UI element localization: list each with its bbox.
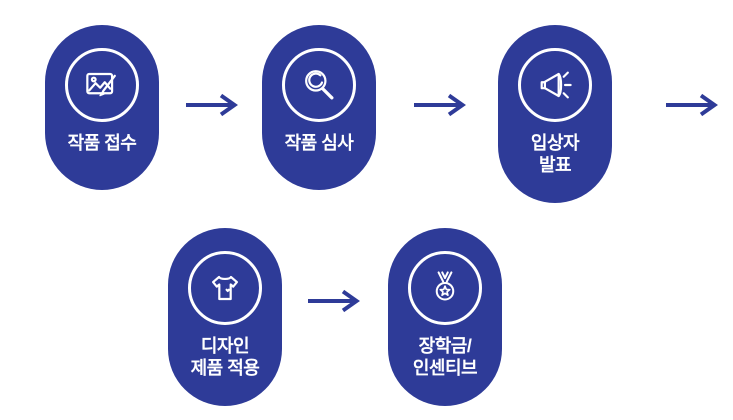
icon-circle: [408, 251, 482, 325]
step-design-product-application: 디자인 제품 적용: [168, 228, 282, 406]
step-scholarship-incentive: 장학금/ 인센티브: [388, 228, 502, 406]
tshirt-product-icon: [211, 275, 239, 301]
step-label: 작품 심사: [284, 133, 354, 153]
medal-incentive-icon: [435, 271, 455, 301]
step-winner-announcement: 입상자 발표: [498, 25, 612, 203]
flow-arrow: [414, 93, 466, 117]
icon-circle: [518, 48, 592, 122]
step-label: 작품 접수: [67, 133, 137, 153]
artwork-submission-icon: [86, 72, 116, 97]
flow-arrow: [666, 93, 718, 117]
step-artwork-submission: 작품 접수: [45, 25, 159, 190]
step-label: 장학금/ 인센티브: [412, 336, 478, 378]
step-label: 입상자 발표: [530, 133, 580, 175]
icon-circle: [65, 48, 139, 122]
magnifier-judging-icon: [305, 70, 334, 100]
flow-arrow: [308, 289, 360, 313]
icon-circle: [282, 48, 356, 122]
step-artwork-judging: 작품 심사: [262, 25, 376, 190]
step-label: 디자인 제품 적용: [190, 336, 260, 378]
megaphone-announcement-icon: [540, 71, 572, 99]
icon-circle: [188, 251, 262, 325]
flow-arrow: [186, 93, 238, 117]
